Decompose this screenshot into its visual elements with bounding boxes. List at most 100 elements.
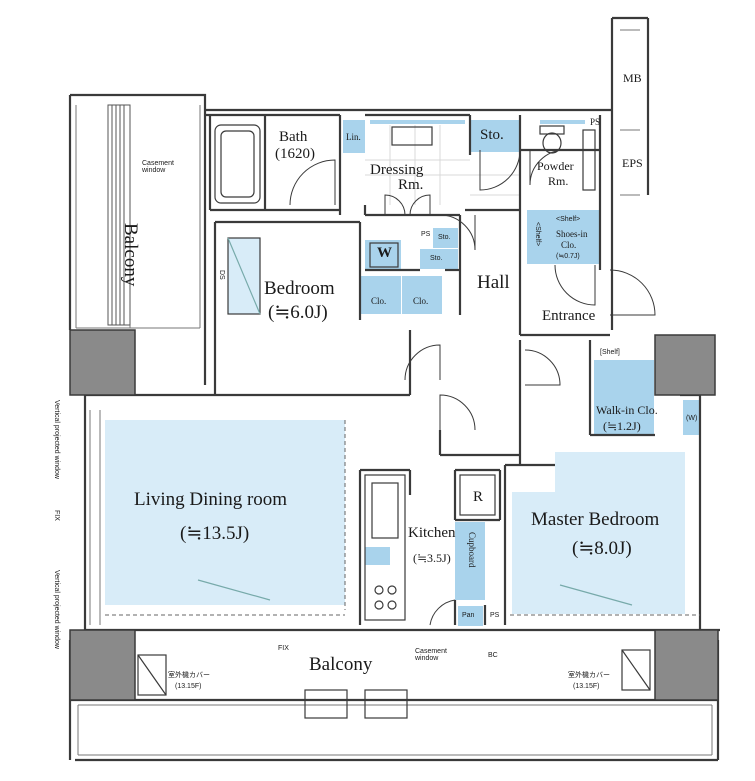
kitchen-label: Kitchen bbox=[408, 525, 456, 541]
pan-fill bbox=[458, 606, 483, 626]
pillar-left-bottom bbox=[69, 629, 136, 701]
hall-label: Hall bbox=[477, 272, 510, 293]
fix-bottom-label: FIX bbox=[278, 645, 289, 652]
bathtub bbox=[214, 124, 261, 204]
bath-size: (1620) bbox=[275, 146, 315, 162]
bedroom-size: (≒6.0J) bbox=[268, 302, 328, 323]
wic-fill bbox=[594, 360, 654, 435]
w-wic-label: (W) bbox=[686, 415, 698, 422]
sto-small1-fill bbox=[433, 228, 458, 248]
walkin-label: Walk-in Clo. bbox=[596, 403, 658, 417]
shelf-small-label: <Shelf> bbox=[556, 216, 581, 223]
vanity bbox=[391, 126, 433, 146]
balcony-top-louver bbox=[111, 105, 125, 325]
burner-2 bbox=[387, 585, 397, 595]
dressing-window-fill bbox=[370, 120, 465, 124]
walkin-size: (≒1.2J) bbox=[603, 419, 641, 433]
burner-3 bbox=[374, 600, 384, 610]
bath-label: Bath bbox=[279, 129, 308, 145]
sto-top-label: Sto. bbox=[480, 127, 504, 143]
kitchen-fill bbox=[365, 547, 390, 565]
pillar-left-mid bbox=[69, 329, 136, 396]
master-fill-left bbox=[512, 492, 557, 614]
toilet-bowl bbox=[542, 132, 562, 154]
shelf-wic-label: [Shelf] bbox=[600, 349, 620, 356]
kitchen-size: (≒3.5J) bbox=[413, 551, 451, 565]
shoes-clo-label: Clo. bbox=[561, 240, 577, 250]
toilet-tank bbox=[539, 125, 565, 135]
walls bbox=[68, 16, 720, 762]
sto-small1-label: Sto. bbox=[438, 234, 451, 241]
shoes-fill bbox=[545, 210, 600, 264]
shoes-size-label: (≒0.7J) bbox=[556, 253, 580, 260]
shelf-side-label: <Shelf> bbox=[534, 222, 541, 247]
fixtures bbox=[137, 124, 651, 719]
ac-right bbox=[621, 649, 651, 691]
eps-label: EPS bbox=[622, 156, 643, 170]
washer bbox=[369, 242, 399, 268]
hatch-2 bbox=[364, 689, 408, 719]
clo2-fill bbox=[402, 276, 442, 314]
hatch-1 bbox=[304, 689, 348, 719]
ps-top-label: PS bbox=[590, 117, 601, 127]
master-label: Master Bedroom bbox=[531, 509, 660, 530]
balcony-bottom-label: Balcony bbox=[309, 654, 373, 675]
dashed-lines bbox=[105, 420, 700, 616]
powder-rm-label: Rm. bbox=[548, 174, 569, 188]
entrance-label: Entrance bbox=[542, 308, 596, 324]
wic-w-fill bbox=[683, 400, 700, 435]
pillar-right-mid bbox=[654, 334, 716, 396]
ac-left-size: (13.15F) bbox=[175, 683, 202, 690]
pillar-right-bottom bbox=[654, 629, 719, 701]
ac-right-size: (13.15F) bbox=[573, 683, 600, 690]
living-fill bbox=[105, 420, 345, 605]
balcony-top-band bbox=[107, 104, 131, 326]
clo2-label: Clo. bbox=[413, 296, 429, 306]
ps-kitchen-label: PS bbox=[490, 612, 500, 619]
bedroom-window bbox=[227, 237, 261, 315]
ac-left bbox=[137, 654, 167, 696]
mb-label: MB bbox=[623, 71, 642, 85]
pillars bbox=[69, 329, 719, 701]
clo1-label: Clo. bbox=[371, 296, 387, 306]
dressing-rm-label: Rm. bbox=[398, 177, 424, 193]
powder-label: Powder bbox=[537, 159, 574, 173]
shoes-in-label: Shoes-in bbox=[556, 229, 588, 239]
powder-window-fill bbox=[540, 120, 585, 124]
burner-1 bbox=[374, 585, 384, 595]
sto-small2-fill bbox=[420, 249, 458, 269]
room-fills bbox=[105, 120, 700, 626]
master-size: (≒8.0J) bbox=[572, 538, 632, 559]
ac-right-label: 室外機カバー bbox=[568, 672, 610, 679]
casement-window-top: Casement window bbox=[142, 160, 174, 174]
ds-label: DS bbox=[218, 270, 225, 280]
powder-sink bbox=[582, 129, 596, 191]
lin-fill bbox=[343, 120, 365, 153]
kitchen-sink bbox=[371, 482, 399, 539]
doors bbox=[289, 149, 656, 626]
ps-small-label: PS bbox=[421, 231, 431, 238]
living-label: Living Dining room bbox=[134, 489, 288, 510]
cupboard-fill bbox=[455, 522, 485, 600]
w-label: W bbox=[377, 245, 392, 261]
shelf-side-fill bbox=[527, 210, 545, 264]
sto-small2-label: Sto. bbox=[430, 255, 443, 262]
lin-label: Lin. bbox=[346, 132, 361, 142]
living-size: (≒13.5J) bbox=[180, 523, 250, 544]
vertical-projected-window-2: Vertical projected window bbox=[53, 570, 60, 649]
dressing-label: Dressing bbox=[370, 162, 424, 178]
cupboard-label: Cupboard bbox=[467, 532, 477, 568]
casement-window-bottom: Casement window bbox=[415, 648, 447, 662]
master-fill bbox=[555, 452, 685, 614]
bedroom-label: Bedroom bbox=[264, 278, 335, 299]
ac-left-label: 室外機カバー bbox=[168, 672, 210, 679]
w-fill bbox=[365, 240, 401, 269]
sto-top-fill bbox=[470, 120, 520, 152]
fridge bbox=[459, 474, 496, 516]
kitchen-counter bbox=[364, 474, 406, 621]
balcony-top-label: Balcony bbox=[120, 223, 141, 287]
clo1-fill bbox=[361, 276, 401, 314]
burner-4 bbox=[387, 600, 397, 610]
r-label: R bbox=[473, 489, 484, 505]
